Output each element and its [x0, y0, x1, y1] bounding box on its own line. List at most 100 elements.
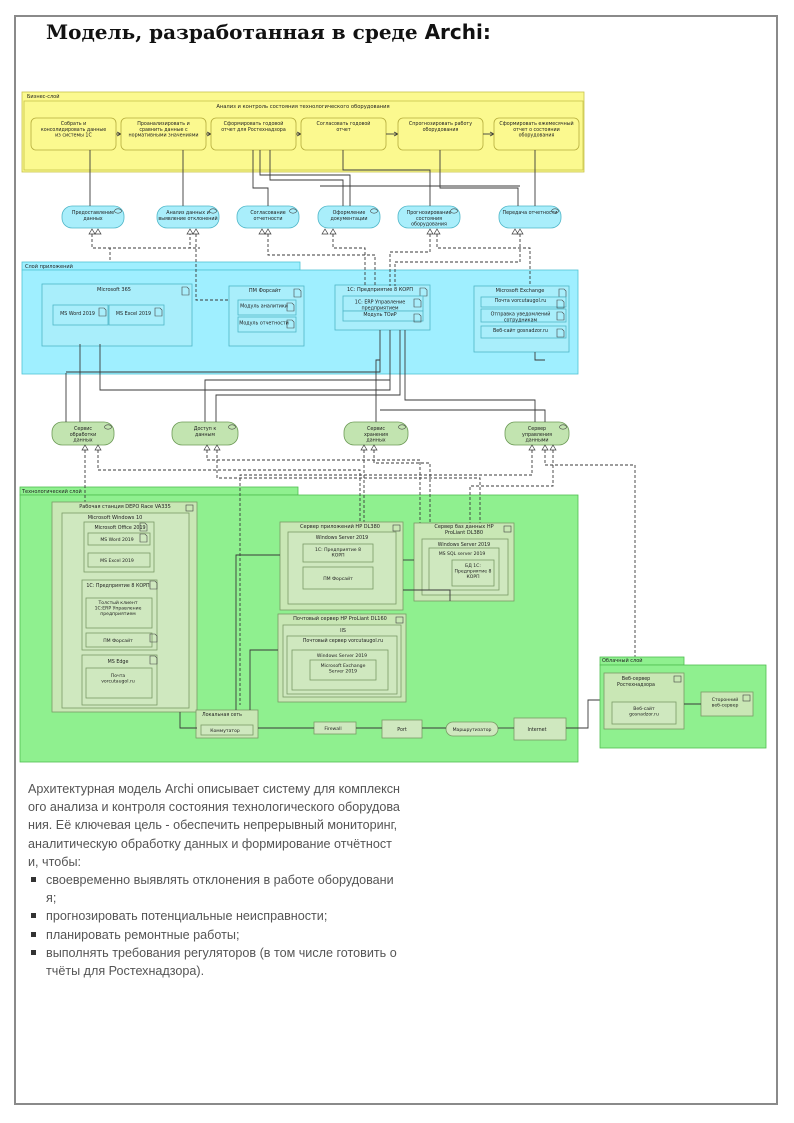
workstation-mail — [85, 667, 153, 699]
app-service-connector — [534, 352, 545, 361]
office-word — [87, 532, 151, 546]
db-server-os-label: Windows Server 2019 — [438, 542, 490, 548]
component-icon — [98, 307, 107, 317]
technology-layer-label: Технологический слой — [21, 488, 82, 495]
mail-server-os-label: Windows Server 2019 — [317, 653, 367, 659]
service-icon — [289, 208, 297, 214]
tech-realization — [469, 450, 554, 523]
app-server-forsite-label: ПМ Форсайт — [323, 575, 353, 582]
application-subcomponent-label: MS Excel 2019 — [116, 311, 151, 317]
realization-line — [91, 234, 191, 249]
service-icon — [209, 208, 217, 214]
realization-arrow — [81, 444, 89, 451]
component-icon — [413, 298, 422, 308]
component-icon — [556, 328, 565, 338]
description-bullet: прогнозировать потенциальные неисправнос… — [28, 907, 400, 925]
component-icon — [556, 299, 565, 309]
application-subcomponent-label: Модуль ТОиР — [363, 312, 396, 318]
network-link — [179, 712, 197, 729]
application-subcomponent — [342, 310, 424, 322]
db-1c — [451, 559, 495, 587]
gov-web-site — [611, 701, 677, 725]
realization-arrow — [360, 444, 368, 451]
application-subcomponent-label: Почта vorcutaugol.ru — [495, 298, 547, 304]
application-subcomponent — [480, 308, 567, 323]
component-icon — [293, 288, 302, 298]
page-frame — [14, 15, 778, 1105]
realization-arrow — [264, 228, 272, 235]
node-icon — [742, 694, 751, 702]
realization-arrow — [541, 444, 549, 451]
application-subcomponent-label: MS Word 2019 — [60, 311, 95, 317]
realization-arrow — [321, 228, 329, 235]
application-subcomponent-label: Модуль отчетности — [239, 321, 289, 327]
business-service — [397, 205, 461, 229]
app-server-forsite — [302, 566, 374, 590]
business-service — [156, 205, 220, 229]
node-icon — [395, 616, 404, 624]
network-link — [249, 649, 278, 710]
app-service-connector — [375, 359, 380, 422]
application-subcomponent — [237, 299, 297, 316]
network-link — [235, 554, 280, 710]
application-component-title: Microsoft 365 — [97, 287, 131, 293]
realization-line — [109, 247, 200, 260]
workstation-1c-label: 1С: Предприятие 8 КОРП — [86, 583, 150, 589]
app-service-connector — [215, 330, 401, 422]
application-component — [228, 285, 305, 347]
switch-node — [200, 724, 254, 736]
realization-arrow — [186, 228, 194, 235]
app-service-connector — [99, 330, 391, 391]
description-bullet: своевременно выявлять отклонения в работ… — [28, 871, 400, 907]
realization-line — [267, 234, 376, 286]
description: Архитектурная модель Archi описывает сис… — [28, 780, 400, 980]
tech-realization — [544, 450, 636, 712]
component-icon — [149, 633, 158, 643]
node-icon — [185, 504, 194, 512]
ms-edge-label: MS Edge — [108, 659, 129, 665]
application-service — [51, 421, 115, 446]
application-subcomponent — [237, 316, 297, 333]
tech-realization — [239, 450, 533, 705]
component-icon — [413, 313, 422, 323]
tech-realization — [97, 450, 361, 523]
tech-realization — [373, 450, 431, 523]
application-subcomponent — [480, 296, 567, 308]
workstation-title: Рабочая станция DEPO Race VA335 — [79, 504, 171, 510]
router-label: Маршрутизатор — [453, 727, 492, 733]
application-subcomponent-label: Веб-сайт gosnadzor.ru — [493, 327, 548, 334]
component-icon — [556, 311, 565, 321]
application-layer-label: Слой приложений — [25, 263, 73, 270]
app-server-os-label: Windows Server 2019 — [316, 535, 368, 541]
business-service — [61, 205, 125, 229]
service-icon — [228, 424, 236, 430]
realization-arrow — [516, 228, 524, 235]
application-service — [504, 421, 570, 446]
component-icon — [139, 533, 148, 543]
switch-label: Коммутатор — [210, 728, 240, 734]
business-connector — [269, 150, 344, 206]
workstation-os-label: Microsoft Windows 10 — [88, 515, 143, 521]
service-icon — [450, 208, 458, 214]
title-text: Модель, разработанная в среде — [46, 20, 425, 44]
node-icon — [392, 524, 401, 532]
port-node — [381, 719, 423, 739]
node-icon — [673, 675, 682, 683]
service-icon — [114, 208, 122, 214]
realization-arrow — [549, 444, 557, 451]
realization-arrow — [192, 228, 200, 235]
realization-arrow — [213, 444, 221, 451]
service-icon — [104, 424, 112, 430]
